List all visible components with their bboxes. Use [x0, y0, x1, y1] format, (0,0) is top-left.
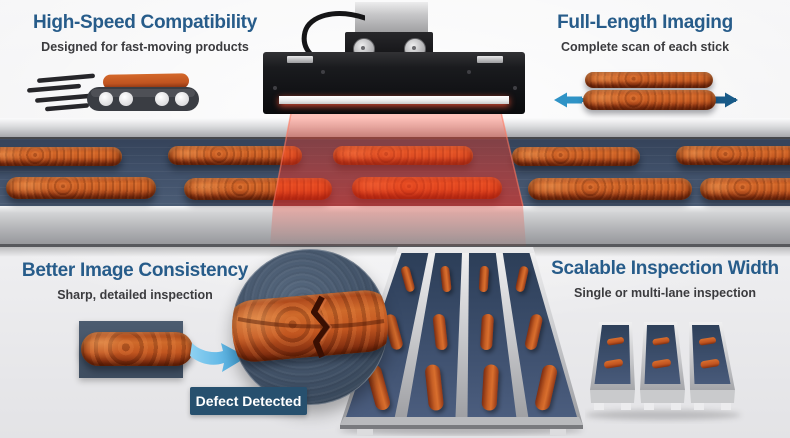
meat-stick: [528, 178, 692, 200]
laser-emitter-window: [279, 96, 509, 104]
meat-stick: [652, 359, 671, 369]
laser-fan: [273, 108, 523, 206]
meat-stick: [699, 337, 716, 346]
meat-stick: [607, 337, 624, 346]
feature-subtitle: Sharp, detailed inspection: [57, 288, 213, 302]
mini-lane-unit: [640, 322, 685, 410]
crack-defect: [237, 295, 385, 359]
meat-stick: [604, 359, 623, 369]
expand-right-arrow-icon: [710, 92, 738, 108]
screw-icon: [273, 86, 277, 90]
single-lane-conveyors: [585, 322, 741, 420]
defect-zoom-circle: [232, 249, 388, 405]
meat-stick: [676, 146, 790, 165]
conveyor-foot: [357, 429, 373, 435]
feature-image-consistency: Better Image Consistency Sharp, detailed…: [5, 258, 265, 303]
meat-stick: [512, 147, 640, 166]
mini-lane-unit: [689, 322, 735, 410]
conveyor-ground-shadow: [585, 410, 741, 420]
feature-title: Better Image Consistency: [21, 260, 249, 281]
multi-lane-conveyor: [339, 247, 583, 435]
screw-icon: [321, 70, 325, 74]
meat-stick: [103, 73, 190, 90]
line-scan-camera: [255, 0, 545, 118]
meat-stick: [0, 147, 122, 166]
meat-stick: [81, 332, 193, 366]
feature-subtitle: Designed for fast-moving products: [41, 40, 249, 54]
feature-subtitle: Complete scan of each stick: [560, 40, 730, 54]
speed-lines-icon: [27, 73, 95, 112]
mini-lane-unit: [590, 322, 635, 410]
laser-front-tint: [270, 206, 526, 246]
conveyor-floor-shadow: [0, 247, 790, 257]
feature-full-length: Full-Length Imaging Complete scan of eac…: [515, 10, 775, 55]
feature-high-speed: High-Speed Compatibility Designed for fa…: [15, 10, 275, 55]
meat-stick: [6, 177, 156, 199]
screw-icon: [467, 70, 471, 74]
feature-scalable-width: Scalable Inspection Width Single or mult…: [535, 256, 790, 301]
conveyor-front-band: [340, 417, 583, 425]
conveyor-sticks: [366, 266, 557, 411]
mount-plate: [477, 56, 503, 63]
defect-badge: Defect Detected: [190, 387, 307, 415]
feature-title: High-Speed Compatibility: [33, 12, 257, 33]
screw-icon: [513, 86, 517, 90]
feature-title: Scalable Inspection Width: [551, 258, 779, 279]
meat-stick: [700, 178, 790, 200]
expand-left-arrow-icon: [554, 92, 582, 108]
feature-title: Full-Length Imaging: [557, 12, 733, 33]
conveyor-foot: [550, 429, 566, 435]
feature-subtitle: Single or multi-lane inspection: [574, 286, 756, 300]
high-speed-icon: [27, 73, 199, 112]
laser-beam: [270, 104, 526, 246]
meat-stick: [585, 72, 713, 88]
meat-stick: [583, 90, 716, 110]
mini-conveyor-icon: [87, 87, 199, 111]
meat-stick: [652, 337, 670, 346]
meat-stick: [168, 146, 302, 165]
meat-stick: [700, 359, 720, 369]
camera-cable: [301, 11, 365, 61]
mount-plate: [287, 56, 313, 63]
